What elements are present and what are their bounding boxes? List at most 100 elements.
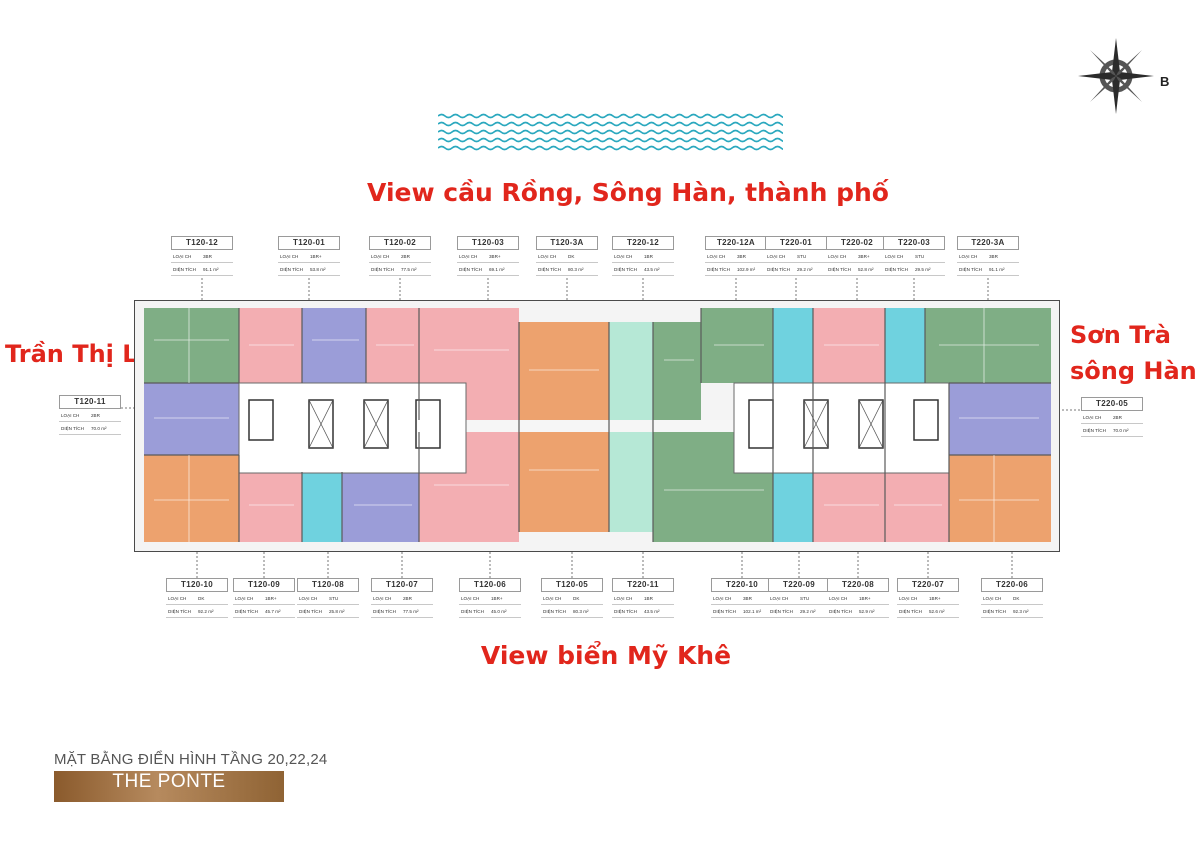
unit-block-T120-08 <box>302 472 342 542</box>
unit-code: T120-01 <box>278 236 340 250</box>
unit-area-value: 29.2 m² <box>800 609 816 614</box>
unit-code: T220-05 <box>1081 397 1143 411</box>
unit-type-value: STU <box>800 596 810 601</box>
unit-area-label: DIỆN TÍCH <box>168 609 191 614</box>
unit-block-T120-03 <box>366 308 419 383</box>
unit-code: T220-02 <box>826 236 888 250</box>
unit-area-label: DIỆN TÍCH <box>61 426 84 431</box>
unit-type-row: LOẠI CH STU <box>765 252 827 263</box>
unit-type-label: LOẠI CH <box>885 254 904 259</box>
unit-block-T220-3A <box>925 308 1051 383</box>
unit-code: T120-08 <box>297 578 359 592</box>
unit-code: T120-10 <box>166 578 228 592</box>
unit-area-label: DIỆN TÍCH <box>299 609 322 614</box>
unit-type-label: LOẠI CH <box>713 596 732 601</box>
unit-area-value: 77.5 m² <box>403 609 419 614</box>
unit-area-value: 91.1 m² <box>989 267 1005 272</box>
unit-type-label: LOẠI CH <box>614 596 633 601</box>
unit-type-label: LOẠI CH <box>707 254 726 259</box>
unit-area-label: DIỆN TÍCH <box>280 267 303 272</box>
unit-area-value: 92.3 m² <box>1013 609 1029 614</box>
unit-area-value: 69.1 m² <box>489 267 505 272</box>
unit-area-label: DIỆN TÍCH <box>767 267 790 272</box>
unit-area-label: DIỆN TÍCH <box>614 267 637 272</box>
unit-area-label: DIỆN TÍCH <box>538 267 561 272</box>
unit-area-label: DIỆN TÍCH <box>707 267 730 272</box>
unit-area-value: 92.2 m² <box>198 609 214 614</box>
unit-area-row: DIỆN TÍCH 92.2 m² <box>166 607 228 618</box>
unit-area-label: DIỆN TÍCH <box>373 609 396 614</box>
unit-area-label: DIỆN TÍCH <box>371 267 394 272</box>
unit-area-value: 80.3 m² <box>568 267 584 272</box>
unit-block-T220-08 <box>813 472 885 542</box>
unit-type-value: STU <box>797 254 807 259</box>
unit-block-T120-12 <box>144 308 239 383</box>
unit-area-value: 52.9 m² <box>859 609 875 614</box>
unit-block-T220-01 <box>773 308 813 383</box>
unit-block-T120-07 <box>342 472 419 542</box>
unit-area-value: 91.1 m² <box>203 267 219 272</box>
unit-type-label: LOẠI CH <box>767 254 786 259</box>
unit-area-label: DIỆN TÍCH <box>713 609 736 614</box>
unit-type-label: LOẠI CH <box>614 254 633 259</box>
unit-type-label: LOẠI CH <box>235 596 254 601</box>
unit-area-row: DIỆN TÍCH 80.3 m² <box>536 265 598 276</box>
unit-block-T220-05 <box>949 383 1051 455</box>
unit-code: T220-09 <box>768 578 830 592</box>
wave-line <box>438 121 783 127</box>
project-name: THE PONTE <box>112 771 226 792</box>
unit-block-T220-09 <box>773 472 813 542</box>
unit-area-label: DIỆN TÍCH <box>885 267 908 272</box>
unit-type-value: DK <box>573 596 580 601</box>
unit-type-label: LOẠI CH <box>371 254 390 259</box>
unit-area-value: 43.5 m² <box>644 609 660 614</box>
unit-type-value: DK <box>198 596 205 601</box>
unit-type-label: LOẠI CH <box>373 596 392 601</box>
unit-block-T220-11 <box>609 432 653 532</box>
compass-icon <box>1078 38 1154 114</box>
unit-block-T220-02 <box>813 308 885 383</box>
unit-type-label: LOẠI CH <box>168 596 187 601</box>
unit-area-value: 45.7 m² <box>265 609 281 614</box>
unit-type-label: LOẠI CH <box>899 596 918 601</box>
unit-type-value: 1BR <box>644 596 653 601</box>
unit-code: T220-11 <box>612 578 674 592</box>
unit-type-value: STU <box>915 254 925 259</box>
wave-line <box>438 145 783 151</box>
unit-type-value: 3BR+ <box>858 254 870 259</box>
unit-code: T120-3A <box>536 236 598 250</box>
unit-block-T220-12A-west <box>653 322 701 420</box>
unit-type-value: 1BR+ <box>859 596 871 601</box>
